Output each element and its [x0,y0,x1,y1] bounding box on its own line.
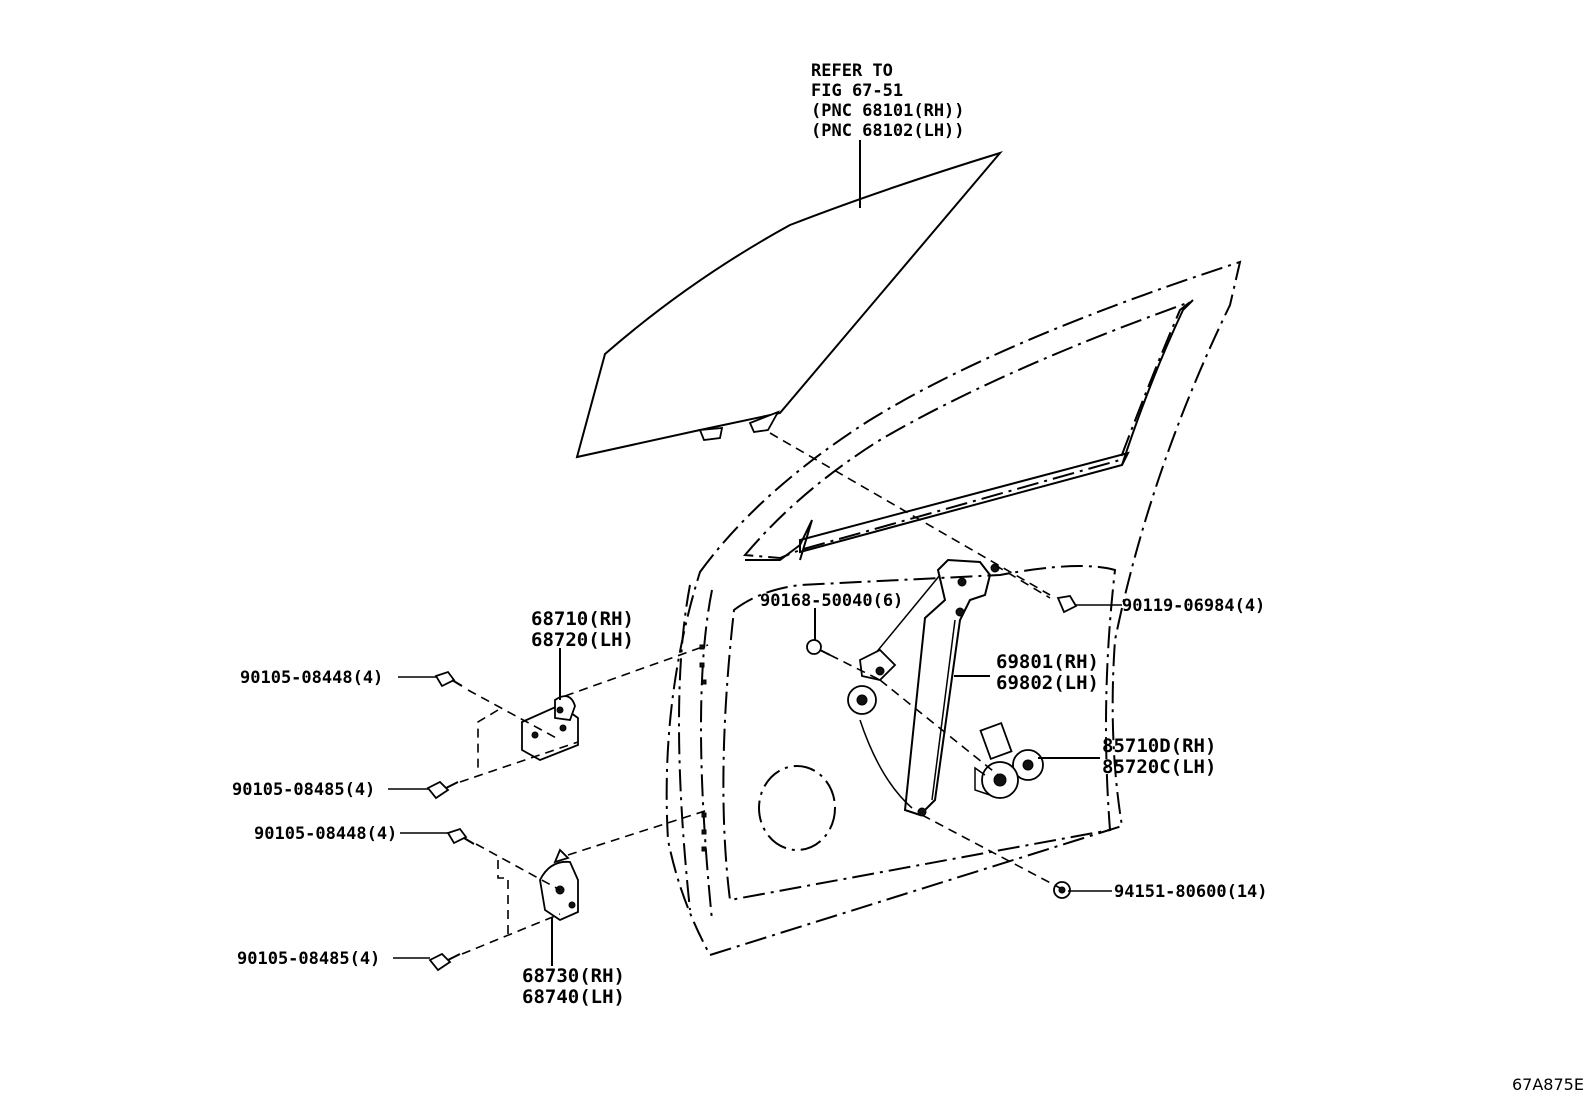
label-hinge-upper-rh: 68710(RH) [531,608,634,630]
edge-holes [699,644,707,852]
label-hinge-upper-lh: 68720(LH) [531,629,634,651]
label-hinge-lower-rh: 68730(RH) [522,965,625,987]
label-bolt-upper-1: 90105-08448(4) [240,668,383,688]
label-bolt-glass: 90119-06984(4) [1122,596,1265,616]
label-hinge-lower-lh: 68740(LH) [522,986,625,1008]
bolt-lower-2-icon [428,952,461,972]
label-regulator-rh: 69801(RH) [996,651,1099,673]
door-glass [575,151,1003,459]
screw-regulator-icon [806,639,831,656]
lower-hinge [539,848,579,922]
label-motor-lh: 85720C(LH) [1102,756,1216,778]
nut-icon [1053,881,1071,899]
label-regulator-lh: 69802(LH) [996,672,1099,694]
label-screw-regulator: 90168-50040(6) [760,591,903,611]
leader-lines [388,604,1122,966]
label-bolt-upper-2: 90105-08485(4) [232,780,375,800]
bolt-upper-2-icon [426,780,459,800]
assembly-lines [459,432,1061,955]
bolt-upper-1-icon [434,670,463,688]
bolt-glass-icon [1056,595,1078,614]
bolt-lower-1-icon [446,827,475,845]
window-regulator [847,558,1000,817]
label-motor-rh: 85710D(RH) [1102,735,1216,757]
window-motor [974,721,1044,799]
refer-note: REFER TO FIG 67-51 (PNC 68101(RH)) (PNC … [811,61,965,141]
figure-code: 67A875E [1512,1075,1584,1094]
svg-text:FIG 67-51: FIG 67-51 [811,81,903,101]
label-bolt-lower-2: 90105-08485(4) [237,949,380,969]
svg-text:REFER TO: REFER TO [811,61,893,81]
svg-text:(PNC 68102(LH)): (PNC 68102(LH)) [811,121,965,141]
label-bolt-lower-1: 90105-08448(4) [254,824,397,844]
door-frame [665,260,1242,957]
label-nut: 94151-80600(14) [1114,882,1268,902]
upper-hinge [521,695,579,761]
svg-text:(PNC 68101(RH)): (PNC 68101(RH)) [811,101,965,121]
